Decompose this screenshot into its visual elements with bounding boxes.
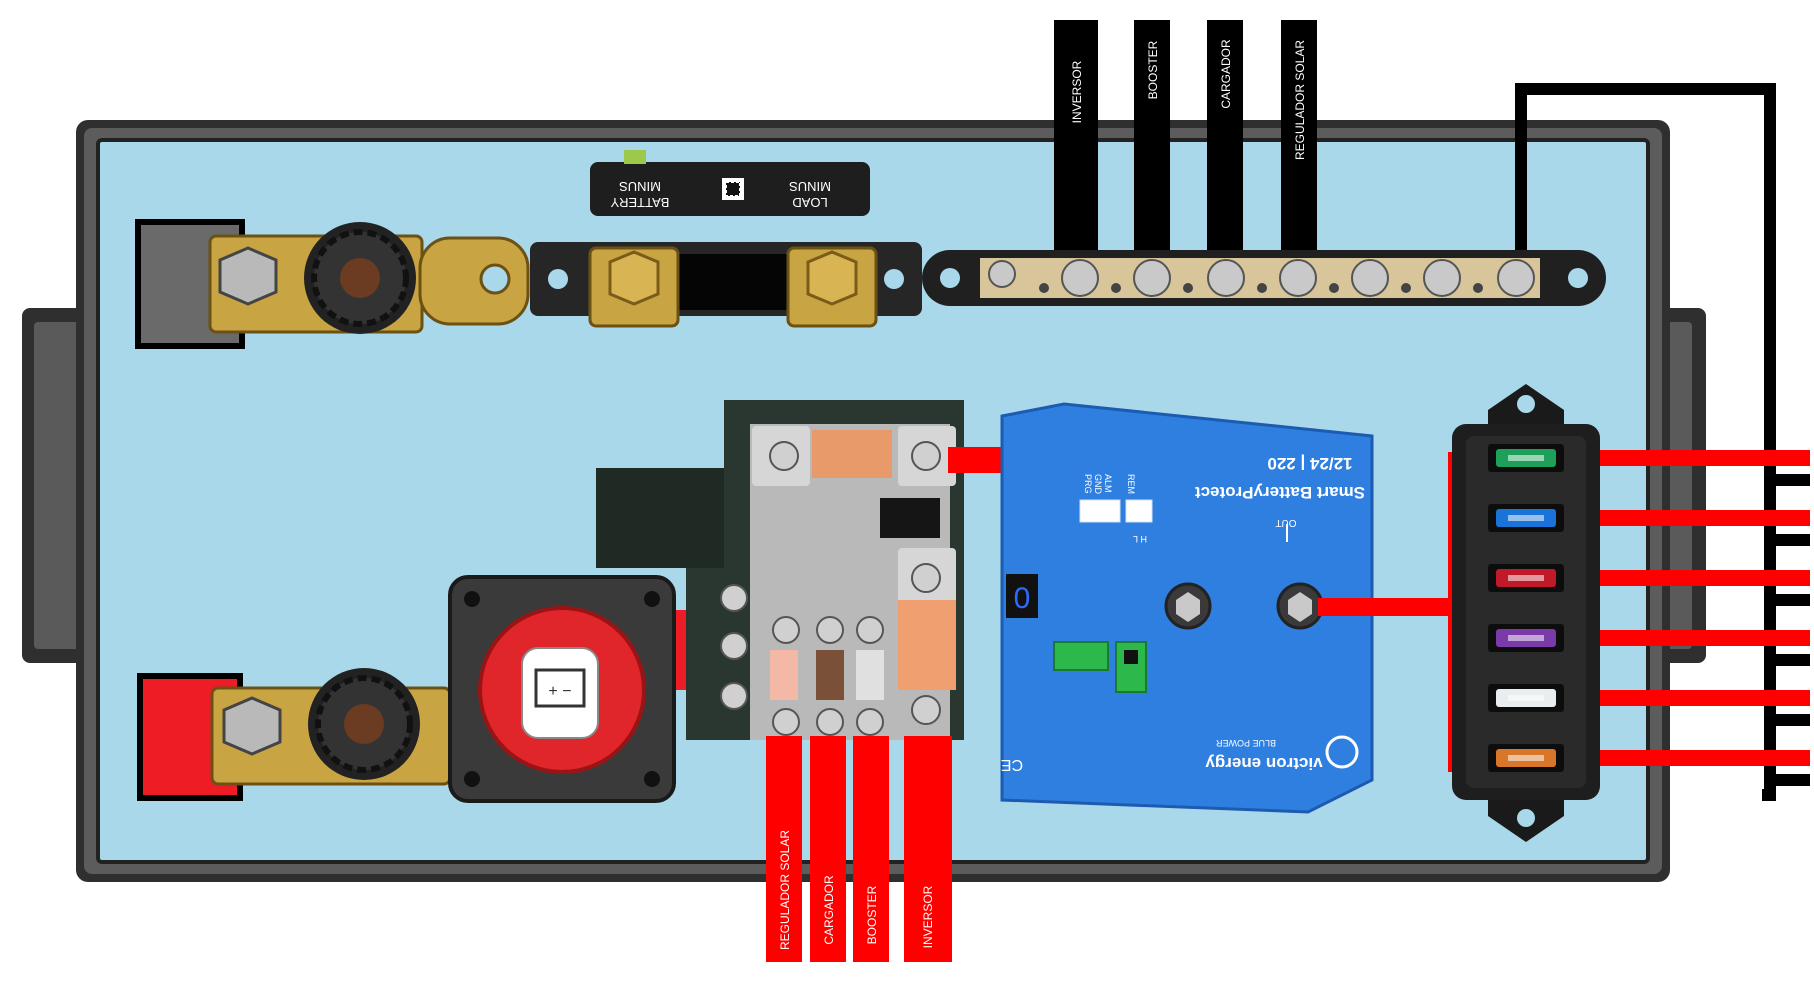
- bottom-cable-cargador: CARGADOR: [810, 736, 846, 962]
- bp-output-wire: [1318, 598, 1458, 616]
- bp-pin-alm: ALM: [1103, 474, 1113, 493]
- top-cable-inversor: INVERSOR: [1054, 20, 1098, 270]
- fuse-list: [1488, 444, 1564, 772]
- switch-icon: + −: [548, 683, 571, 700]
- fuse-output-wires: [1600, 450, 1810, 786]
- top-cable-regulador-solar: REGULADOR SOLAR: [1281, 20, 1317, 270]
- bp-out-label: OUT: [1275, 517, 1296, 528]
- fuse-element: [1508, 515, 1544, 521]
- shunt-load-label: LOAD: [792, 195, 827, 210]
- bp-tagline: BLUE POWER: [1215, 738, 1276, 748]
- negative-battery-terminal: [135, 219, 530, 349]
- fuse-output-red-wire: [1600, 510, 1810, 526]
- bottom-cable-label: INVERSOR: [921, 885, 935, 948]
- victron-logo-icon: [1325, 735, 1359, 769]
- bp-display: 0: [1014, 582, 1031, 615]
- fuse-output-red-wire: [1600, 630, 1810, 646]
- top-cable-label: BOOSTER: [1146, 40, 1160, 99]
- fuse-distributor: [596, 400, 964, 740]
- fuse-output-black-wire: [1764, 534, 1810, 546]
- fuse-output-red-wire: [1600, 450, 1810, 466]
- fuse-output-black-wire: [1764, 714, 1810, 726]
- top-cable-label: INVERSOR: [1070, 60, 1084, 123]
- shunt-minus-label: MINUS: [619, 179, 661, 194]
- shunt: BATTERY MINUS LOAD MINUS: [530, 150, 922, 328]
- smart-battery-protect: Smart BatteryProtect 12/24 | 220 OUT PRG…: [1000, 402, 1374, 814]
- fuse-output-red-wire: [1600, 750, 1810, 766]
- bp-brand: victron energy: [1205, 754, 1323, 773]
- bottom-cable-inversor: INVERSOR: [904, 736, 952, 962]
- top-cable-label: CARGADOR: [1219, 39, 1233, 109]
- bottom-cable-label: BOOSTER: [865, 885, 879, 944]
- bottom-cable-label: CARGADOR: [822, 875, 836, 945]
- fuse-element: [1508, 695, 1544, 701]
- positive-battery-terminal: [137, 668, 452, 801]
- bp-pin-rem: REM: [1126, 474, 1136, 494]
- bp-pin-gnd: GND: [1093, 474, 1103, 495]
- shunt-battery-label: BATTERY: [610, 195, 669, 210]
- negative-return-wire: [1515, 83, 1776, 801]
- fuse-output-black-wire: [1764, 474, 1810, 486]
- fuse-output-black-wire: [1764, 654, 1810, 666]
- bp-title: Smart BatteryProtect: [1195, 483, 1365, 502]
- fuse-element: [1508, 575, 1544, 581]
- bottom-cable-booster: BOOSTER: [853, 736, 889, 962]
- top-cable-booster: BOOSTER: [1134, 20, 1170, 270]
- bp-pin-prg: PRG: [1083, 474, 1093, 494]
- top-cable-label: REGULADOR SOLAR: [1293, 40, 1307, 160]
- fuse-element: [1508, 635, 1544, 641]
- fuse-element: [1508, 755, 1544, 761]
- battery-disconnect-switch[interactable]: + −: [448, 575, 698, 803]
- fuse-element: [1508, 455, 1544, 461]
- fuse-output-red-wire: [1600, 570, 1810, 586]
- bp-hl-label: H L: [1133, 534, 1147, 544]
- negative-busbar: [922, 250, 1606, 306]
- bp-rating: 12/24 | 220: [1267, 454, 1352, 473]
- top-cable-cargador: CARGADOR: [1207, 20, 1243, 270]
- bp-ce-mark: CE: [1001, 756, 1023, 773]
- shunt-minus-label: MINUS: [789, 179, 831, 194]
- fuse-output-black-wire: [1764, 774, 1810, 786]
- bottom-cable-regulador-solar: REGULADOR SOLAR: [766, 736, 802, 962]
- bottom-cable-label: REGULADOR SOLAR: [778, 830, 792, 950]
- fuse-output-red-wire: [1600, 690, 1810, 706]
- fuse-output-black-wire: [1764, 594, 1810, 606]
